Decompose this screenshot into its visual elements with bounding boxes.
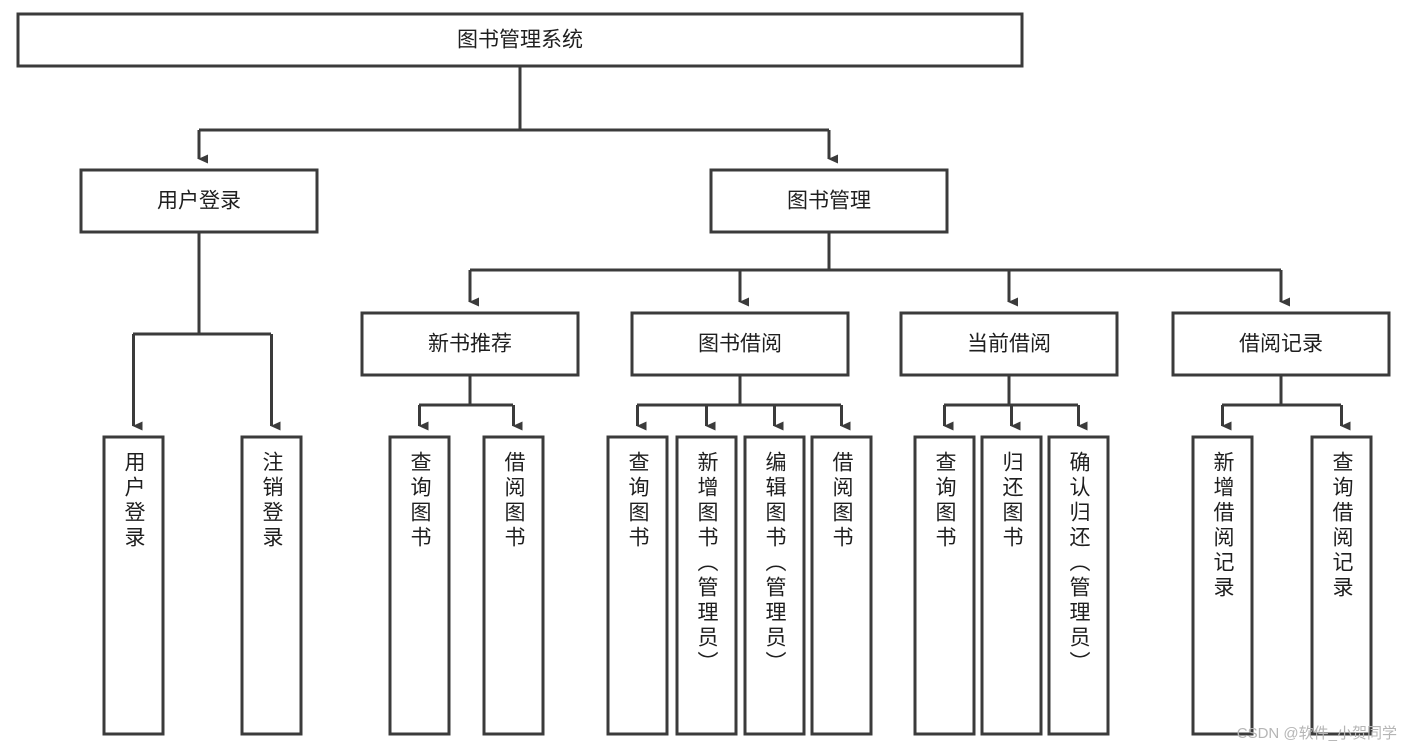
leaf-node-4-rect[interactable] (606, 435, 669, 736)
level3-node-3[interactable]: 借阅记录 (1171, 311, 1391, 377)
leaf-node-1[interactable] (240, 435, 303, 736)
leaf-node-8-rect[interactable] (913, 435, 976, 736)
leaf-node-1-rect[interactable] (240, 435, 303, 736)
leaf-node-9-rect[interactable] (980, 435, 1043, 736)
level3-node-3-label: 借阅记录 (1239, 333, 1323, 356)
leaf-node-7-rect[interactable] (810, 435, 873, 736)
level3-node-0-label: 新书推荐 (428, 333, 512, 356)
level3-node-1-rect[interactable] (630, 311, 850, 377)
level3-node-2[interactable]: 当前借阅 (899, 311, 1119, 377)
leaf-node-2[interactable] (388, 435, 451, 736)
level3-node-1[interactable]: 图书借阅 (630, 311, 850, 377)
root-node-label: 图书管理系统 (457, 29, 583, 52)
leaf-node-5-rect[interactable] (675, 435, 738, 736)
leaf-node-5[interactable] (675, 435, 738, 736)
level3-node-1-label: 图书借阅 (698, 333, 782, 356)
level2-node-0-rect[interactable] (79, 168, 319, 234)
root-node[interactable]: 图书管理系统 (16, 12, 1024, 68)
leaf-node-0-rect[interactable] (102, 435, 165, 736)
leaf-node-10[interactable] (1047, 435, 1110, 736)
leaf-node-7[interactable] (810, 435, 873, 736)
leaf-node-3[interactable] (482, 435, 545, 736)
level2-node-1[interactable]: 图书管理 (709, 168, 949, 234)
watermark: CSDN @软件_小贺同学 (1236, 725, 1397, 742)
level3-node-2-label: 当前借阅 (967, 333, 1051, 356)
leaf-node-0[interactable] (102, 435, 165, 736)
leaf-node-6[interactable] (743, 435, 806, 736)
leaf-node-11[interactable] (1191, 435, 1254, 736)
leaf-node-12-rect[interactable] (1310, 435, 1373, 736)
root-node-rect[interactable] (16, 12, 1024, 68)
leaf-node-2-rect[interactable] (388, 435, 451, 736)
leaf-node-3-rect[interactable] (482, 435, 545, 736)
leaf-node-12[interactable] (1310, 435, 1373, 736)
level3-node-0[interactable]: 新书推荐 (360, 311, 580, 377)
level2-node-0[interactable]: 用户登录 (79, 168, 319, 234)
level2-node-1-rect[interactable] (709, 168, 949, 234)
level3-node-0-rect[interactable] (360, 311, 580, 377)
level2-node-0-label: 用户登录 (157, 190, 241, 213)
level2-node-1-label: 图书管理 (787, 190, 871, 213)
leaf-node-4[interactable] (606, 435, 669, 736)
leaf-node-10-rect[interactable] (1047, 435, 1110, 736)
leaf-node-9[interactable] (980, 435, 1043, 736)
leaf-node-11-rect[interactable] (1191, 435, 1254, 736)
leaf-node-8[interactable] (913, 435, 976, 736)
level3-node-2-rect[interactable] (899, 311, 1119, 377)
leaf-node-6-rect[interactable] (743, 435, 806, 736)
level3-node-3-rect[interactable] (1171, 311, 1391, 377)
connector-lines (132, 66, 1351, 431)
